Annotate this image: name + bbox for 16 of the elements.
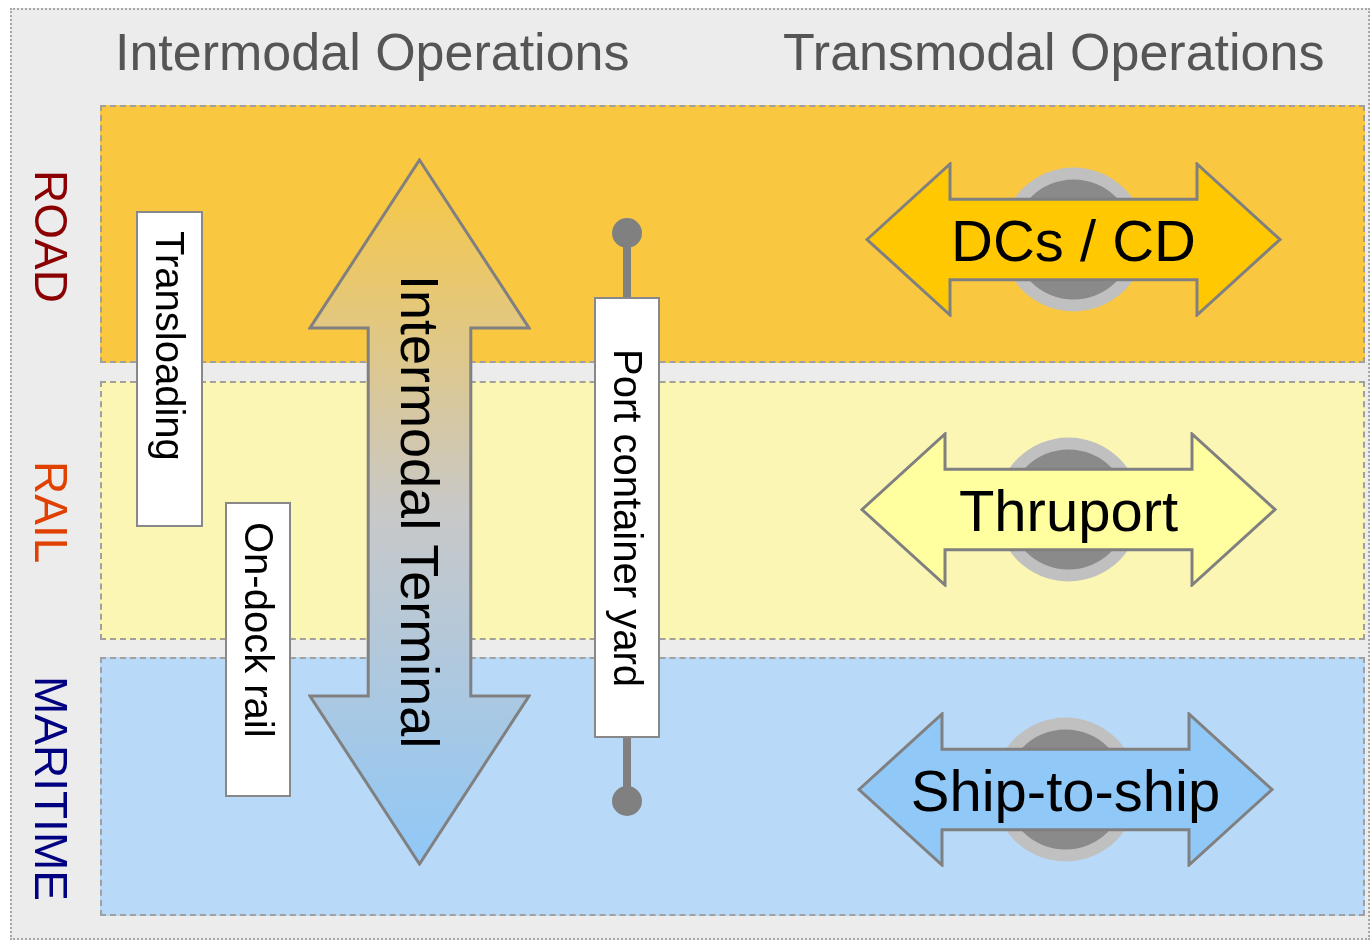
double-arrow <box>308 158 531 866</box>
band-heading: ROAD <box>24 168 78 305</box>
arrow-label: Ship-to-ship <box>910 756 1221 823</box>
column-heading: Intermodal Operations <box>115 22 630 82</box>
text-box: Transloading <box>136 211 203 527</box>
double-arrow <box>860 432 1277 587</box>
arrow-label: Intermodal Terminal <box>388 274 451 751</box>
column-heading: Transmodal Operations <box>783 22 1325 82</box>
text-box: On-dock rail <box>225 502 291 797</box>
arrow-label: DCs / CD <box>951 206 1196 273</box>
arrow-label: Thruport <box>958 476 1179 543</box>
band-heading: RAIL <box>24 460 78 566</box>
double-arrow <box>865 162 1282 317</box>
double-arrow <box>857 712 1274 867</box>
text-box: Port container yard <box>594 297 660 738</box>
band-heading: MARITIME <box>24 675 78 903</box>
